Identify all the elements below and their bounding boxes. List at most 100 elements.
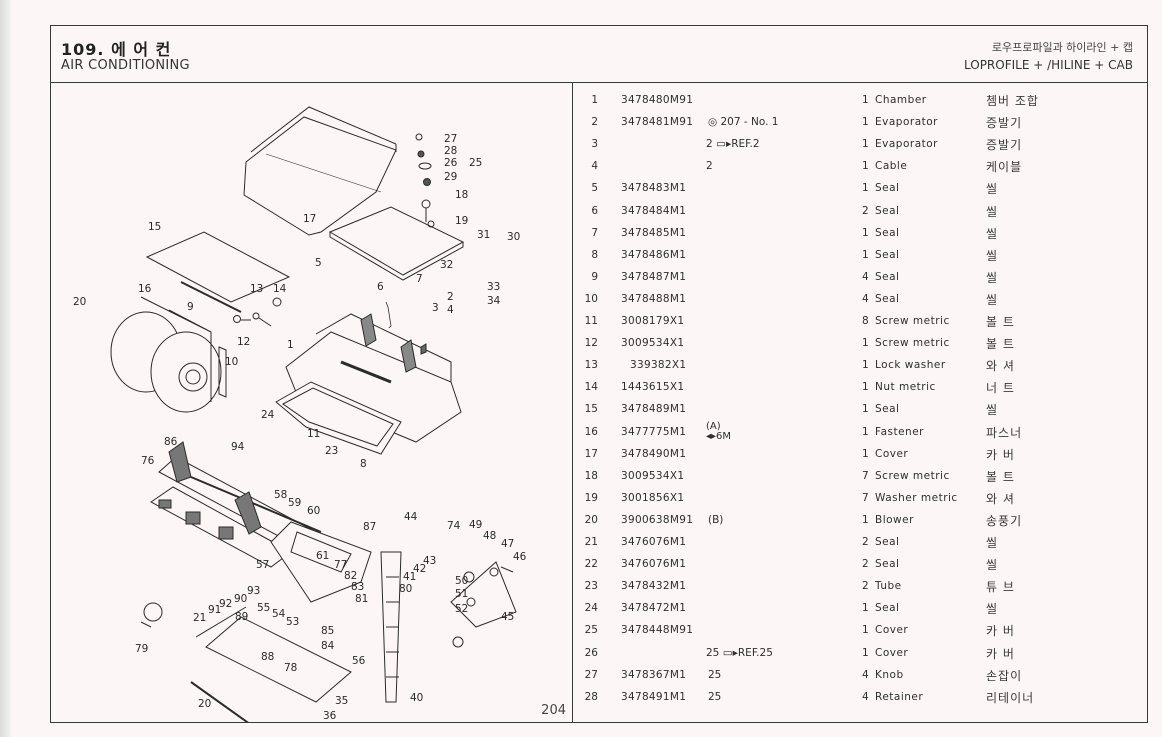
part-number: 3478481M91 <box>621 116 694 129</box>
quantity: 4 <box>862 292 869 305</box>
callout-28: 28 <box>444 145 457 157</box>
description: Retainer <box>875 690 924 703</box>
callout-43: 43 <box>423 555 436 567</box>
condenser-drawing <box>150 441 322 568</box>
blower-drawing <box>110 296 227 413</box>
item-number: 4 <box>591 160 598 173</box>
description: Cover <box>875 646 909 659</box>
part-number: 3478485M1 <box>621 226 687 239</box>
callout-57: 57 <box>256 559 269 571</box>
callout-29: 29 <box>444 171 457 183</box>
part-note: (A) <box>706 420 721 432</box>
callout-40: 40 <box>410 692 423 704</box>
grille-drawing <box>270 521 372 603</box>
description: Screw metric <box>875 315 950 327</box>
part-number: 3008179X1 <box>621 315 685 327</box>
frame-tray-drawing <box>190 606 352 722</box>
part-number: 3476076M1 <box>621 536 687 548</box>
description: Tube <box>875 580 902 593</box>
quantity: 1 <box>862 403 869 416</box>
korean-description: 송풍기 <box>986 513 1023 528</box>
callout-1: 1 <box>287 339 294 351</box>
callout-21: 20 <box>198 698 211 710</box>
quantity: 2 <box>862 580 869 593</box>
korean-description: 씰 <box>986 403 999 418</box>
quantity: 1 <box>862 425 869 438</box>
section-title-english: AIR CONDITIONING <box>61 58 190 73</box>
part-number: 3478488M1 <box>621 292 687 305</box>
model-english: LOPROFILE + /HILINE + CAB <box>963 58 1133 72</box>
callout-86: 86 <box>164 436 178 448</box>
seal-plate-drawing <box>145 231 291 313</box>
callout-52: 52 <box>455 603 468 615</box>
page-header: 109. 에 어 컨 AIR CONDITIONING 로우프로파일과 하이라인… <box>51 26 1147 83</box>
callout-82: 82 <box>344 570 357 582</box>
description: Screw metric <box>875 469 950 482</box>
column-divider <box>572 82 573 722</box>
section-title-korean-text: 에 어 컨 <box>111 40 172 59</box>
korean-description: 증발기 <box>986 138 1023 153</box>
korean-description: 카 버 <box>986 624 1015 639</box>
item-number: 13 <box>584 359 598 372</box>
item-number: 8 <box>591 248 598 261</box>
description: Seal <box>875 602 900 615</box>
callout-83: 83 <box>351 581 364 593</box>
tape-roll-drawing <box>140 602 163 628</box>
part-number: 3478432M1 <box>621 580 687 593</box>
chamber-drawing <box>285 301 462 443</box>
korean-description: 씰 <box>986 226 999 241</box>
quantity: 2 <box>862 558 869 571</box>
description: Seal <box>875 536 900 548</box>
korean-description: 너 트 <box>986 381 1015 396</box>
callout-25: 25 <box>469 157 482 169</box>
quantity: 1 <box>862 94 869 106</box>
description: Evaporator <box>875 138 938 151</box>
part-number: 3009534X1 <box>621 337 685 350</box>
korean-description: 증발기 <box>986 116 1023 131</box>
part-number: 339382X1 <box>630 359 687 372</box>
description: Evaporator <box>875 116 938 129</box>
item-number: 27 <box>584 668 598 681</box>
korean-description: 볼 트 <box>986 315 1015 329</box>
quantity: 1 <box>862 182 869 195</box>
item-number: 21 <box>584 536 598 548</box>
callout-89: 89 <box>235 611 248 623</box>
hose-bundle-drawing <box>380 551 402 703</box>
callout-53: 53 <box>286 616 299 628</box>
description: Seal <box>875 248 900 261</box>
callout-93: 93 <box>247 585 260 597</box>
callout-56: 56 <box>352 655 366 667</box>
exploded-diagram: 27 28 25 26 29 18 19 17 5 15 16 20 9 13 … <box>51 82 572 722</box>
korean-description: 카 버 <box>986 447 1015 462</box>
description: Seal <box>875 204 900 217</box>
cover-plate-drawing <box>328 199 465 281</box>
korean-description: 볼 트 <box>986 337 1015 352</box>
korean-description: 손잡이 <box>986 668 1023 683</box>
callout-44: 44 <box>404 511 418 523</box>
callout-74: 74 <box>447 520 461 532</box>
item-number: 20 <box>584 513 598 526</box>
part-number: 3009534X1 <box>621 469 685 482</box>
item-number: 23 <box>584 580 598 593</box>
part-number: 3478472M1 <box>621 602 687 615</box>
part-note: 25 <box>708 668 722 681</box>
callout-23: 23 <box>325 445 338 457</box>
model-korean: 로우프로파일과 하이라인 + 캡 <box>991 41 1133 54</box>
callout-17: 17 <box>303 213 316 225</box>
callout-85: 85 <box>321 625 334 637</box>
korean-description: 씰 <box>986 536 999 550</box>
korean-description: 씰 <box>986 182 999 197</box>
callout-24: 24 <box>261 409 275 421</box>
quantity: 4 <box>862 668 869 681</box>
callout-35: 35 <box>335 695 348 707</box>
description: Cable <box>875 160 908 173</box>
quantity: 1 <box>862 624 869 637</box>
